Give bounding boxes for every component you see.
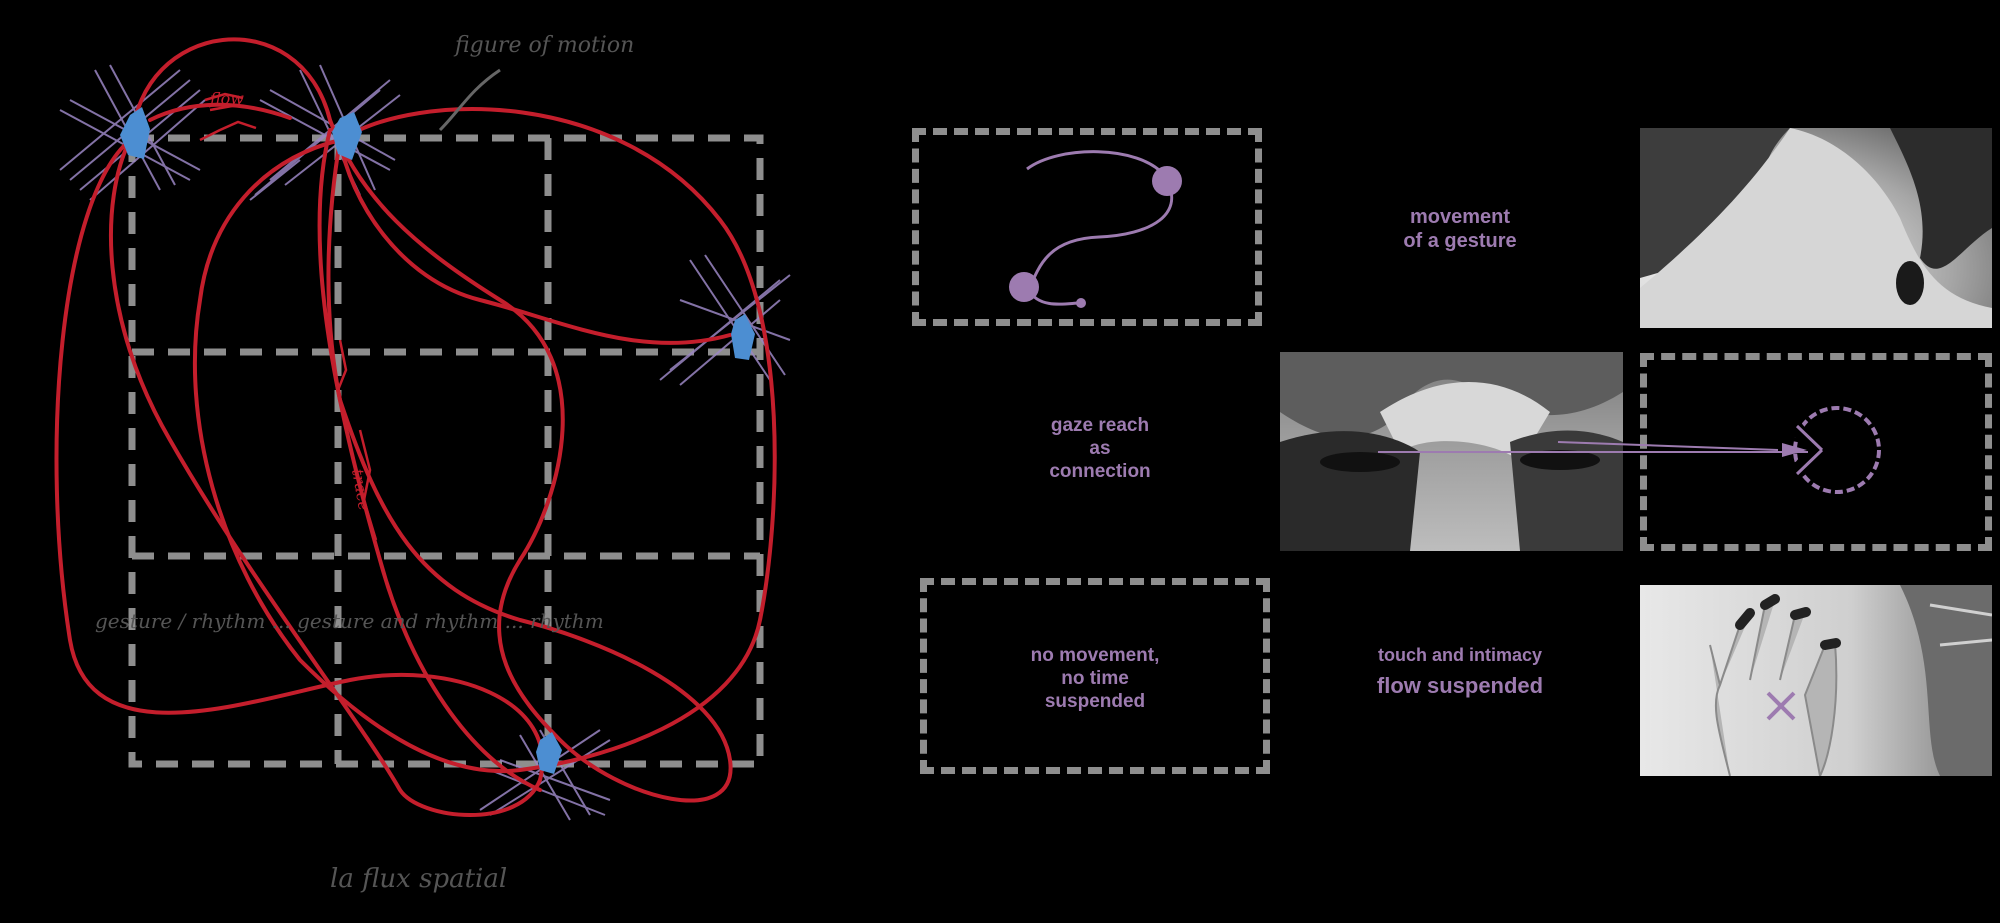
red-motion-loops xyxy=(54,37,777,817)
hatch-cluster-bottom xyxy=(479,729,611,821)
touch-label-line2: flow suspended xyxy=(1376,672,1544,698)
hatch-cluster-top-mid xyxy=(249,64,401,201)
bottom-note: la flux spatial xyxy=(330,864,507,894)
blue-nodes xyxy=(120,107,755,774)
suspended-box-line2: no time xyxy=(1061,667,1129,689)
gesture-curve-drawing xyxy=(1009,150,1182,308)
node-bottom xyxy=(536,732,562,774)
red-annotations xyxy=(199,92,378,541)
gesture-label: movement of a gesture xyxy=(1340,205,1580,253)
suspended-box-line3: suspended xyxy=(1044,690,1146,712)
x-mark-icon xyxy=(1766,691,1796,721)
annotation-arrow xyxy=(438,68,501,132)
suspended-box: no movement, no time suspended xyxy=(920,578,1270,774)
top-note: figure of motion xyxy=(453,33,634,58)
curve-end-dot xyxy=(1009,272,1039,302)
gesture-label-line1: movement xyxy=(1409,206,1511,228)
curve-start-dot xyxy=(1152,166,1182,196)
node-top-left xyxy=(120,107,150,159)
left-red-note: flow xyxy=(209,89,244,108)
gesture-label-line2: of a gesture xyxy=(1403,230,1517,252)
pacman-circle-icon xyxy=(1793,406,1881,494)
node-right xyxy=(731,314,755,360)
suspended-box-text: no movement, no time suspended xyxy=(927,645,1263,713)
mid-note: gesture / rhythm ... gesture and rhythm … xyxy=(95,609,604,633)
suspended-box-line1: no movement, xyxy=(1030,645,1160,666)
gaze-line xyxy=(1378,441,1808,453)
gaze-label: gaze reach as connection xyxy=(1010,415,1190,483)
photo-shoulder xyxy=(1640,128,1992,328)
dashed-grid xyxy=(128,134,764,768)
gaze-label-line2: as xyxy=(1089,437,1111,459)
gaze-label-line1: gaze reach xyxy=(1050,415,1150,436)
touch-label: touch and intimacy flow suspended xyxy=(1340,645,1580,699)
gesture-curve-panel xyxy=(912,128,1262,326)
sketch-diagram: flow trace figure of motion gesture / rh… xyxy=(54,33,791,894)
gaze-label-line3: connection xyxy=(1049,460,1151,482)
hatch-cluster-top-left xyxy=(59,64,206,201)
touch-label-line1: touch and intimacy xyxy=(1377,645,1543,665)
photo-hand xyxy=(1640,585,1992,776)
node-top-mid xyxy=(332,112,362,160)
